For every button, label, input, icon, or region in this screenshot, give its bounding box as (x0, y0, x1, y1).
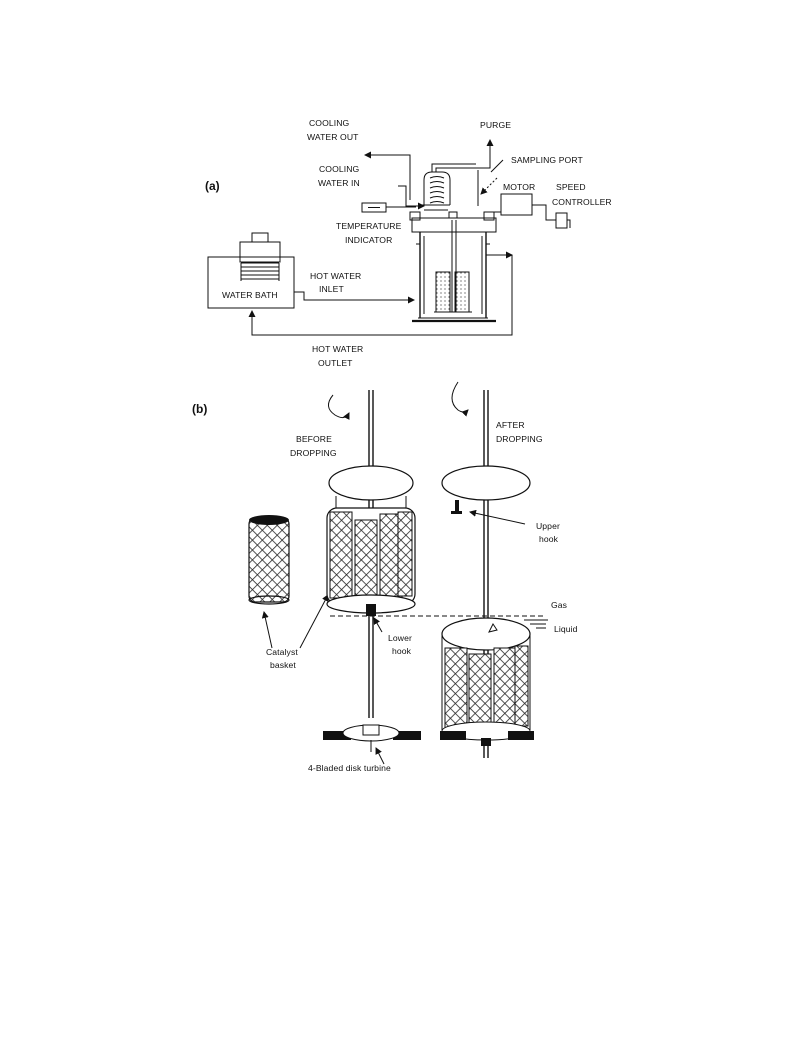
label-dropping-2: DROPPING (496, 434, 543, 444)
hot-water-outlet-line (248, 255, 513, 336)
label-hot-water-inlet-1: HOT WATER (310, 271, 361, 281)
label-catalyst: Catalyst (266, 647, 298, 657)
motor-box (500, 193, 533, 216)
panel-b: (b) BEFORE DROPPING AFTER DROPPING Upper… (192, 381, 578, 773)
label-hot-water-inlet-2: INLET (319, 284, 345, 294)
reactor-vessel (409, 211, 497, 323)
label-controller: CONTROLLER (552, 197, 612, 207)
label-cooling-water-out-1: COOLING (309, 118, 350, 128)
sampling-port-line (477, 159, 504, 206)
label-after: AFTER (496, 420, 525, 430)
label-lower-hook: hook (392, 646, 412, 656)
before-assembly (323, 390, 421, 765)
after-assembly (440, 390, 534, 758)
motor-wiring (488, 204, 556, 221)
rotation-arrow-after (451, 381, 469, 417)
label-cooling-water-out-2: WATER OUT (307, 132, 359, 142)
label-upper: Upper (536, 521, 560, 531)
panel-a-tag: (a) (205, 179, 220, 193)
label-cooling-water-in-2: WATER IN (318, 178, 360, 188)
label-hot-water-outlet-2: OUTLET (318, 358, 353, 368)
label-indicator: INDICATOR (345, 235, 392, 245)
label-upper-hook: hook (539, 534, 559, 544)
label-basket: basket (270, 660, 296, 670)
label-speed: SPEED (556, 182, 586, 192)
rotation-arrow-before (328, 394, 350, 420)
water-bath (207, 232, 295, 309)
label-sampling-port: SAMPLING PORT (511, 155, 583, 165)
label-liquid: Liquid (554, 624, 578, 634)
label-purge: PURGE (480, 120, 511, 130)
label-temperature: TEMPERATURE (336, 221, 402, 231)
catalyst-basket (248, 515, 290, 605)
label-water-bath: WATER BATH (222, 290, 278, 300)
cooling-water-in-line (398, 185, 425, 210)
speed-controller-box (555, 212, 568, 229)
cooling-water-out-line (364, 151, 411, 200)
label-motor: MOTOR (503, 182, 535, 192)
label-gas: Gas (551, 600, 567, 610)
hot-water-inlet-line (294, 291, 415, 304)
label-cooling-water-in-1: COOLING (319, 164, 360, 174)
panel-a: (a) COOLING WATER OUT PURGE COOLING WATE… (205, 118, 612, 368)
purge-line (466, 139, 494, 169)
label-hot-water-outlet-1: HOT WATER (312, 344, 363, 354)
condenser (422, 163, 466, 211)
liquid-surface-symbol (524, 619, 548, 629)
label-before: BEFORE (296, 434, 332, 444)
label-dropping-1: DROPPING (290, 448, 337, 458)
label-turbine: 4-Bladed disk turbine (308, 763, 391, 773)
panel-b-tag: (b) (192, 402, 207, 416)
label-lower: Lower (388, 633, 412, 643)
